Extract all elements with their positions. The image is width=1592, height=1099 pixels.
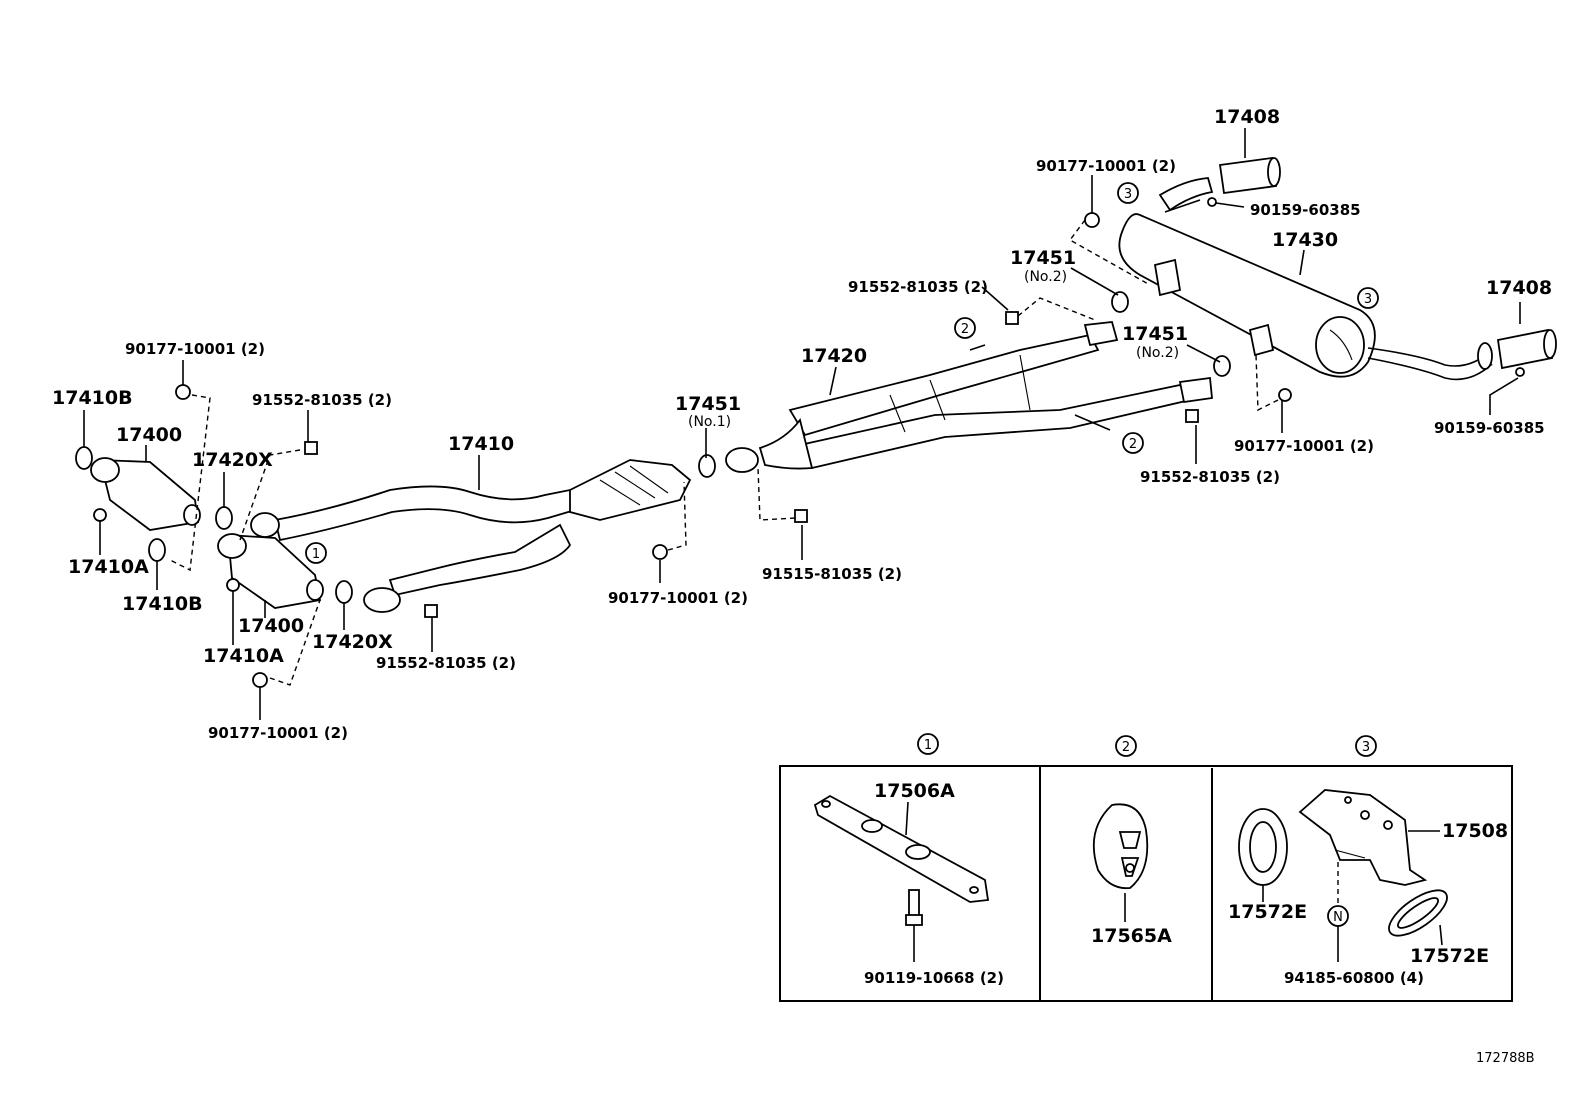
label-94185: 94185-60800 (4): [1284, 969, 1424, 987]
tail-pipe-17408-top: [1158, 156, 1281, 212]
label-17572E-b: 17572E: [1410, 945, 1489, 967]
detail-callout-1: [917, 733, 939, 755]
gaskets-and-fasteners: [75, 197, 1525, 688]
leader-lines: [83, 128, 1521, 720]
center-pipe-17420: [725, 321, 1213, 473]
label-17565A: 17565A: [1091, 925, 1172, 947]
catalytic-converter-17400-upper: [90, 457, 201, 531]
detail-panels: [779, 765, 1513, 1002]
label-90159-top: 90159-60385: [1250, 201, 1361, 219]
label-17451-c-no: (No.1): [688, 414, 731, 430]
label-17408-right: 17408: [1486, 277, 1552, 299]
label-17410A-b: 17410A: [203, 645, 284, 667]
label-91515: 91515-81035 (2): [762, 565, 902, 583]
leader-17506A: [905, 801, 909, 836]
callout-2-upper: 2: [961, 322, 969, 337]
label-17420X-a: 17420X: [192, 449, 273, 471]
label-17420: 17420: [801, 345, 867, 367]
label-90177-bot: 90177-10001 (2): [208, 724, 348, 742]
gasket-17572E-a-hole: [1249, 821, 1277, 873]
callout-2-lower: 2: [1129, 437, 1137, 452]
label-17420X-b: 17420X: [312, 631, 393, 653]
label-90177-right: 90177-10001 (2): [1234, 437, 1374, 455]
muffler-17430: [1118, 199, 1493, 381]
label-90177-mid: 90177-10001 (2): [608, 589, 748, 607]
bracket-17508: [1298, 789, 1428, 886]
callout-3-top: 3: [1124, 187, 1132, 202]
detail-callout-3: [1355, 735, 1377, 757]
label-17400-a: 17400: [116, 424, 182, 446]
label-90159-right: 90159-60385: [1434, 419, 1545, 437]
callout-3-muffler: 3: [1364, 292, 1372, 307]
label-17451-c: 17451: [675, 393, 741, 415]
label-91552-top: 91552-81035 (2): [848, 278, 988, 296]
detail-callout-2-label: 2: [1122, 740, 1130, 755]
leader-17572E-b: [1439, 924, 1443, 946]
label-17506A: 17506A: [874, 780, 955, 802]
label-17410B-a: 17410B: [52, 387, 133, 409]
label-17451-b-no: (No.2): [1136, 345, 1179, 361]
label-17572E-a: 17572E: [1228, 901, 1307, 923]
alignment-lines: [169, 219, 1279, 686]
label-17410A-a: 17410A: [68, 556, 149, 578]
front-pipe-17410: [250, 459, 692, 613]
bracket-17506A: [813, 794, 990, 903]
gasket-17572E-b-hole: [1397, 897, 1439, 929]
detail-callout-2: [1115, 735, 1137, 757]
detail-callout-3-label: 3: [1362, 740, 1370, 755]
label-17410: 17410: [448, 433, 514, 455]
label-17400-b: 17400: [238, 615, 304, 637]
label-17408-top: 17408: [1214, 106, 1280, 128]
label-17451-b: 17451: [1122, 323, 1188, 345]
hanger-17565A: [1092, 803, 1149, 890]
label-90177-left: 90177-10001 (2): [125, 340, 265, 358]
label-17430: 17430: [1272, 229, 1338, 251]
callout-n-label: N: [1333, 910, 1343, 925]
label-90177-top: 90177-10001 (2): [1036, 157, 1176, 175]
diagram-id: 172788B: [1476, 1051, 1535, 1066]
label-91552-bot: 91552-81035 (2): [376, 654, 516, 672]
label-17451-a-no: (No.2): [1024, 269, 1067, 285]
label-17451-a: 17451: [1010, 247, 1076, 269]
label-17508: 17508: [1442, 820, 1508, 842]
tail-pipe-17408-right: [1477, 328, 1557, 370]
label-90119: 90119-10668 (2): [864, 969, 1004, 987]
label-91552-right: 91552-81035 (2): [1140, 468, 1280, 486]
bolt-90119: [905, 889, 923, 962]
callout-1-main: 1: [312, 547, 320, 562]
label-91552-mid: 91552-81035 (2): [252, 391, 392, 409]
main-callouts: [305, 182, 1379, 564]
detail-callout-1-label: 1: [924, 738, 932, 753]
label-17410B-b: 17410B: [122, 593, 203, 615]
